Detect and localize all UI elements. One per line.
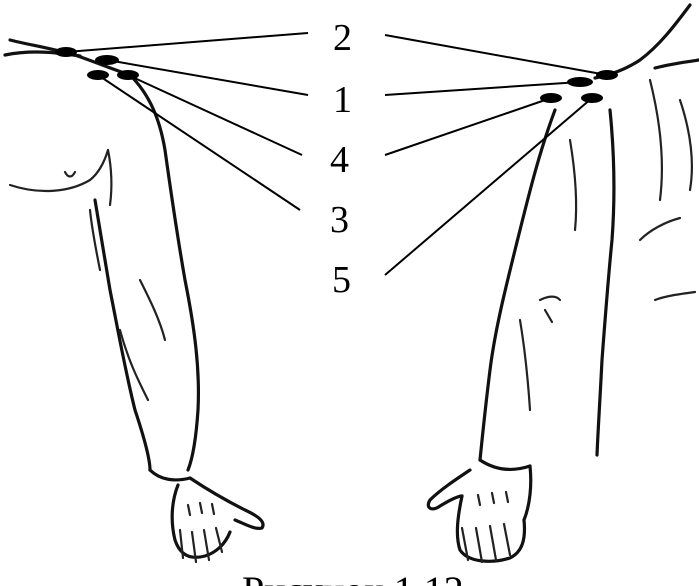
- leader-right-4: [385, 98, 551, 155]
- leader-left-3: [98, 75, 300, 210]
- label-1: 1: [333, 79, 352, 121]
- label-3: 3: [330, 199, 349, 241]
- label-2: 2: [333, 17, 352, 59]
- leader-left-2: [66, 33, 308, 52]
- leader-right-2: [385, 35, 607, 75]
- figure-caption: Рисунок 1.12: [242, 568, 464, 586]
- label-4: 4: [330, 139, 349, 181]
- leader-right-5: [385, 98, 592, 275]
- label-5: 5: [332, 259, 351, 301]
